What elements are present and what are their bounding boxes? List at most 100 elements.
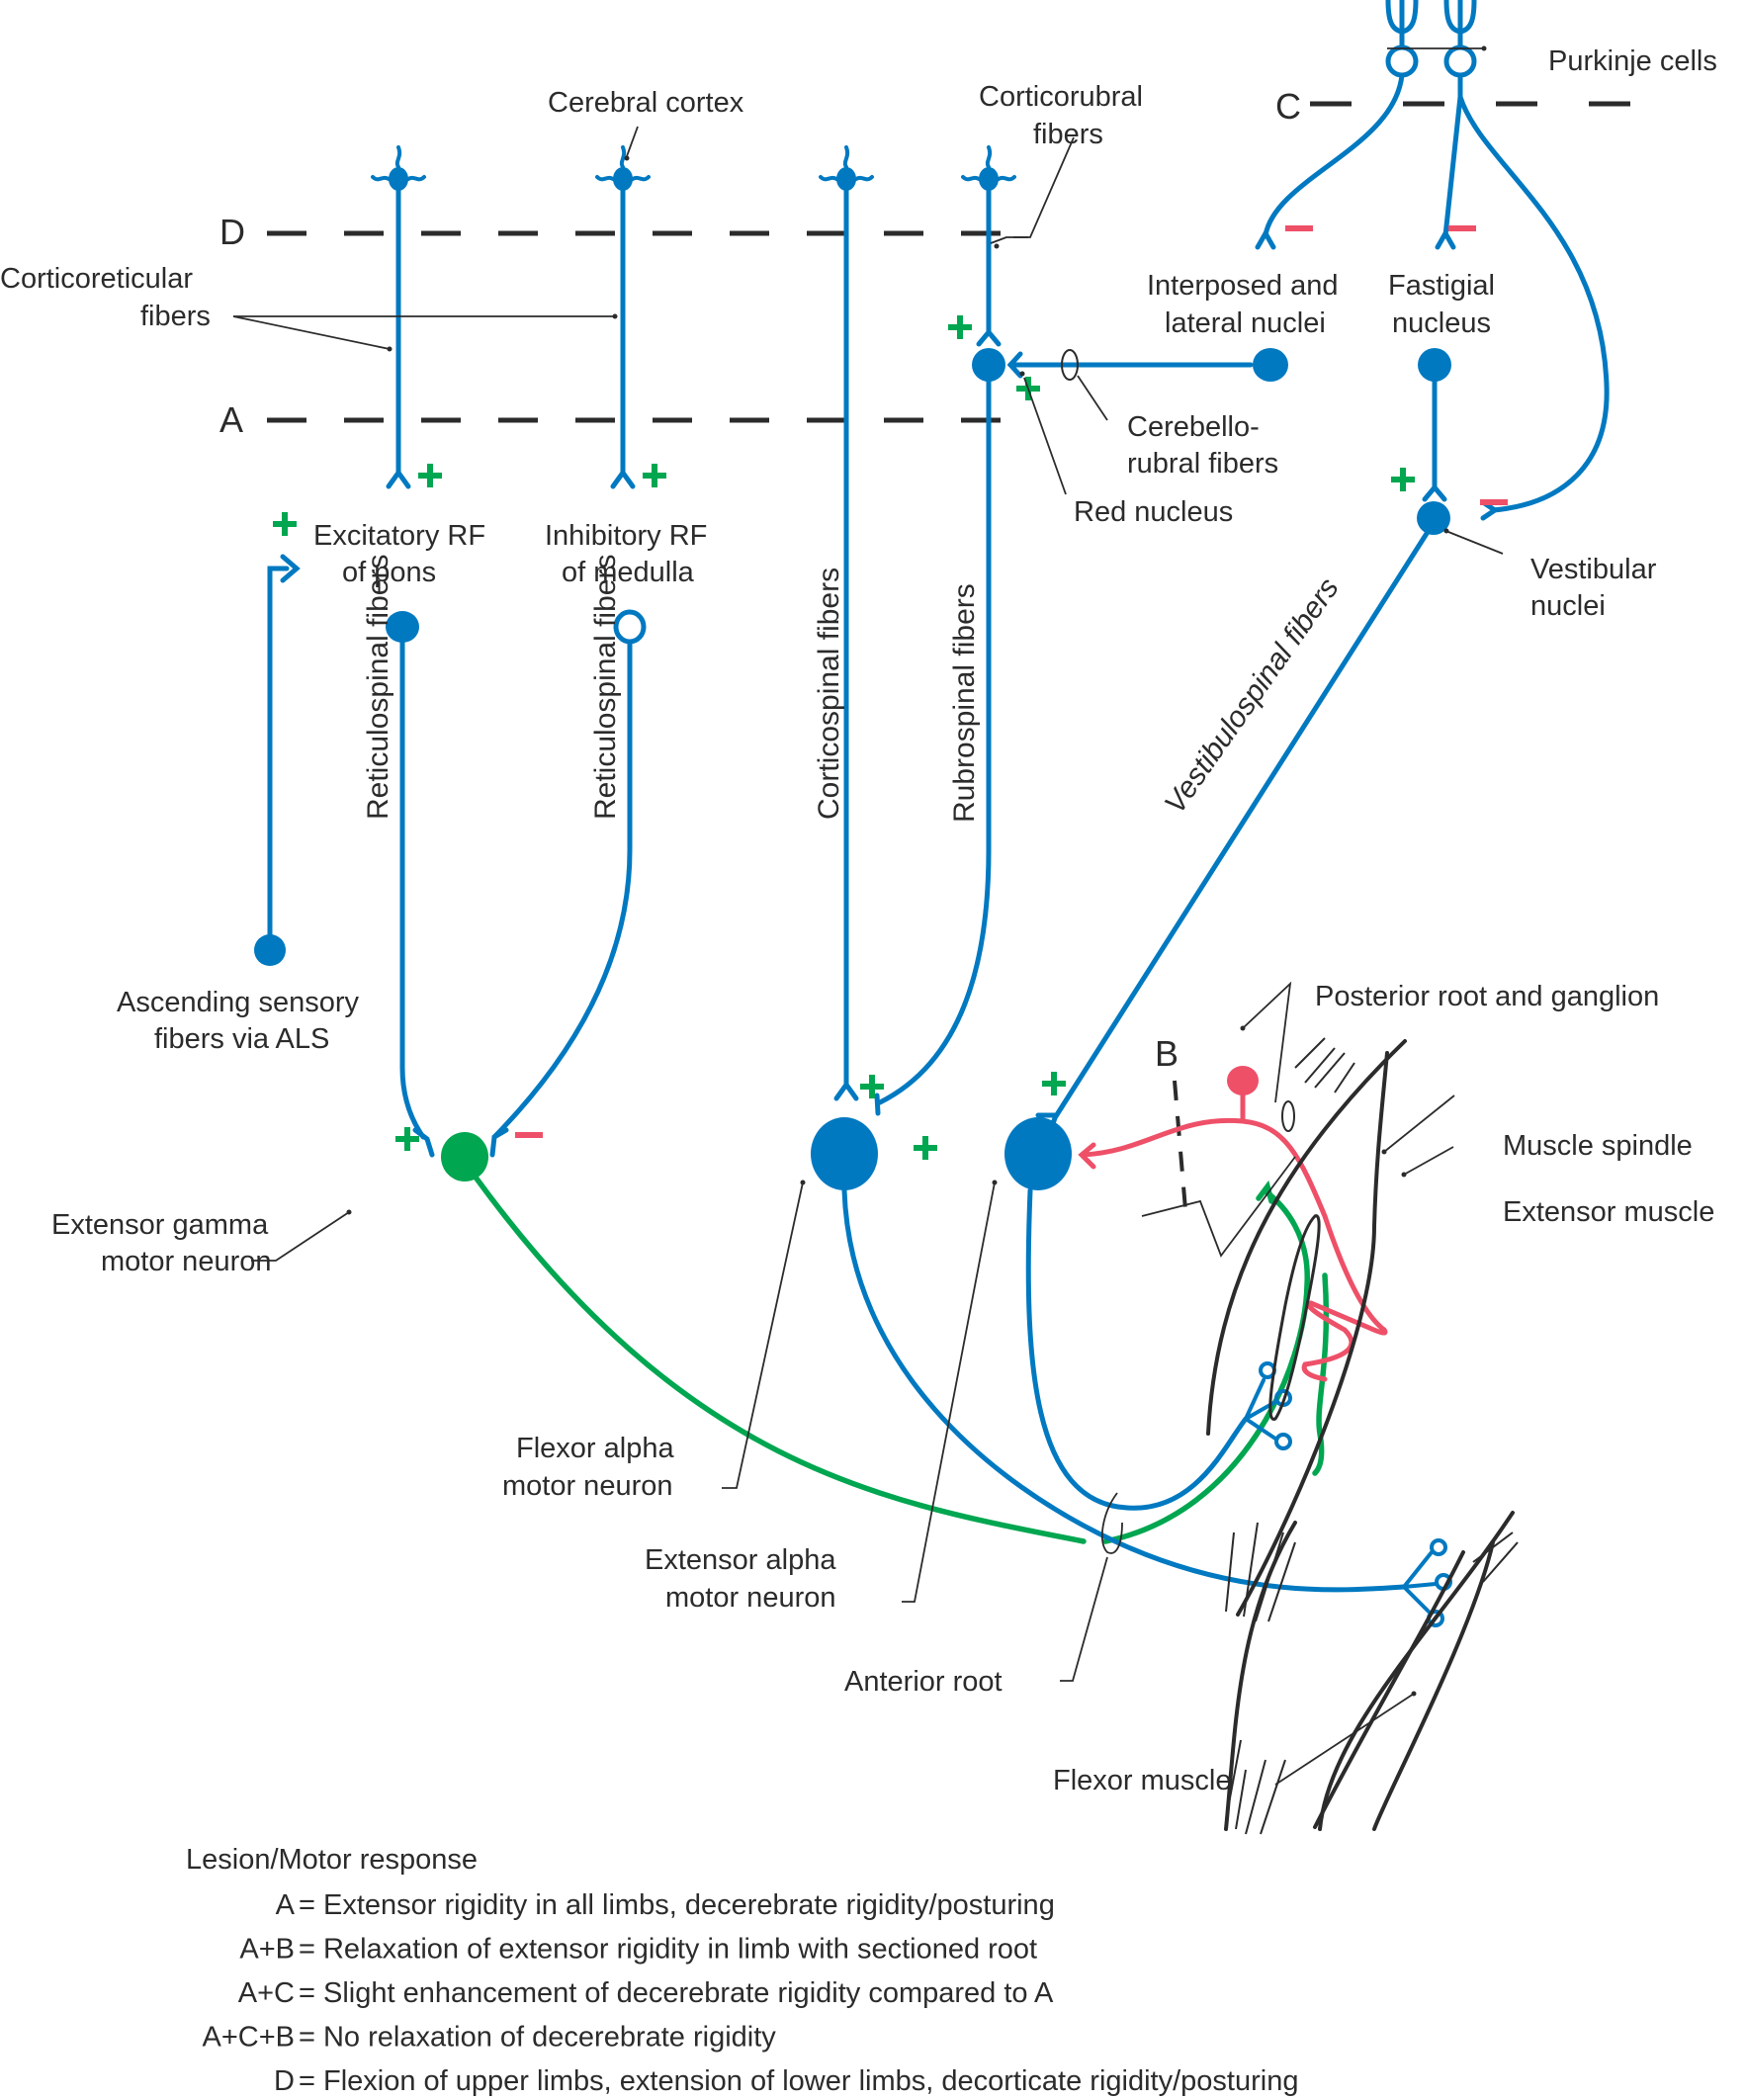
label-corticorubral-1: Corticorubral — [979, 81, 1143, 113]
label-flexor-alpha-2: motor neuron — [502, 1470, 673, 1502]
legend-text: = Relaxation of extensor rigidity in lim… — [299, 1934, 1037, 1966]
label-extensor-gamma-2: motor neuron — [101, 1246, 272, 1277]
synapse-icon — [1435, 227, 1456, 250]
label-corticoreticular-1: Corticoreticular — [0, 263, 193, 295]
label-flexor-alpha-1: Flexor alpha — [516, 1433, 674, 1464]
legend-key: D — [274, 2065, 295, 2097]
purkinje-cell-icon — [1385, 0, 1419, 78]
plus-icon — [860, 1075, 884, 1098]
flexor-muscle-outline — [1224, 1511, 1519, 1835]
label-excitatory-rf-1: Excitatory RF — [313, 520, 485, 552]
label-extensor-gamma-1: Extensor gamma — [51, 1209, 269, 1241]
legend-text: = Slight enhancement of decerebrate rigi… — [299, 1977, 1054, 2009]
label-fastigial-1: Fastigial — [1388, 270, 1495, 302]
plus-icon — [643, 464, 666, 487]
motor-end-plate-icon — [1244, 1361, 1292, 1450]
label-purkinje-cells: Purkinje cells — [1548, 45, 1717, 77]
synapse-icon — [610, 468, 636, 489]
corticospinal-fibers — [833, 185, 859, 1101]
label-extensor-alpha-2: motor neuron — [665, 1582, 836, 1614]
cortical-neurons — [371, 145, 1016, 191]
purkinje-cell-icon — [1443, 0, 1477, 78]
label-vestibulospinal: Vestibulospinal fibers — [1159, 572, 1346, 820]
label-reticulospinal-excitatory: Reticulospinal fibers — [362, 555, 394, 820]
label-corticospinal: Corticospinal fibers — [813, 568, 845, 820]
legend-row: A+B= Relaxation of extensor rigidity in … — [239, 1934, 1037, 1966]
label-ascending-1: Ascending sensory — [117, 987, 360, 1018]
label-interposed-1: Interposed and — [1147, 270, 1338, 302]
excitatory-signs — [273, 315, 1415, 1160]
label-inhibitory-rf-2: of medulla — [562, 557, 695, 588]
synapse-icon — [1422, 483, 1447, 502]
legend-row: D= Flexion of upper limbs, extension of … — [274, 2065, 1298, 2097]
lesion-marker-c: C — [1275, 86, 1301, 127]
label-muscle-spindle: Muscle spindle — [1503, 1130, 1693, 1162]
plus-icon — [418, 464, 442, 487]
label-corticoreticular-2: fibers — [140, 301, 211, 332]
legend-text: = No relaxation of decerebrate rigidity — [299, 2022, 776, 2054]
vestibular-pathway — [1035, 348, 1451, 1132]
legend-title: Lesion/Motor response — [186, 1844, 478, 1876]
lesion-marker-b: B — [1155, 1033, 1179, 1074]
pyramidal-neuron-icon — [961, 145, 1016, 191]
lesion-marker-a: A — [219, 399, 243, 440]
extensor-gamma-motor-neuron — [441, 1132, 488, 1181]
synapse-icon — [1255, 227, 1276, 250]
synapse-icon — [976, 328, 1002, 347]
label-ascending-2: fibers via ALS — [154, 1023, 329, 1055]
lesion-line-b — [1173, 1080, 1188, 1222]
ascending-sensory-fibers — [254, 554, 301, 966]
label-posterior-root: Posterior root and ganglion — [1315, 981, 1659, 1012]
plus-icon — [948, 315, 972, 339]
excitatory-rf-cell — [386, 611, 419, 643]
extensor-alpha-motor-neuron — [1004, 1117, 1072, 1190]
pyramidal-neuron-icon — [595, 145, 651, 191]
synapse-icon — [386, 468, 411, 489]
label-inhibitory-rf-1: Inhibitory RF — [545, 520, 707, 552]
flexor-alpha-motor-neuron — [811, 1117, 878, 1190]
fastigial-nucleus-cell — [1418, 348, 1451, 382]
label-reticulospinal-inhibitory: Reticulospinal fibers — [589, 555, 622, 820]
lesion-marker-d: D — [219, 212, 245, 252]
motor-neurons — [441, 1117, 1072, 1190]
label-vestibular-1: Vestibular — [1530, 554, 1657, 585]
legend: Lesion/Motor response A= Extensor rigidi… — [186, 1844, 1298, 2097]
label-anterior-root: Anterior root — [844, 1666, 1003, 1698]
leader-lines — [232, 45, 1504, 1786]
legend-key: A+C+B — [203, 2022, 296, 2054]
label-vestibular-2: nuclei — [1530, 590, 1606, 622]
lesion-lines: D A C B — [219, 86, 1641, 1222]
legend-text: = Extensor rigidity in all limbs, decere… — [299, 1889, 1055, 1921]
inhibitory-signs — [515, 225, 1508, 1138]
corticoreticular-fibers — [386, 185, 636, 489]
plus-icon — [1391, 468, 1415, 491]
alpha-efferent-fibers — [841, 1187, 1407, 1593]
legend-key: A+B — [239, 1934, 295, 1966]
label-excitatory-rf-2: of pons — [342, 557, 436, 588]
label-flexor-muscle: Flexor muscle — [1053, 1765, 1232, 1796]
plus-icon — [273, 512, 297, 536]
interposed-nucleus-cell — [1253, 348, 1288, 382]
legend-key: A+C — [238, 1977, 295, 2009]
label-corticorubral-2: fibers — [1033, 119, 1103, 150]
label-cerebellorubral-1: Cerebello- — [1127, 411, 1260, 443]
plus-icon — [914, 1136, 937, 1160]
label-extensor-muscle: Extensor muscle — [1503, 1196, 1714, 1228]
synapse-icon — [833, 1080, 859, 1101]
corticorubral-rubrospinal — [874, 185, 1288, 1116]
label-red-nucleus: Red nucleus — [1074, 496, 1233, 528]
plus-icon — [395, 1127, 419, 1151]
pyramidal-neuron-icon — [371, 145, 426, 191]
label-interposed-2: lateral nuclei — [1165, 307, 1326, 339]
legend-row: A+C+B= No relaxation of decerebrate rigi… — [203, 2022, 777, 2054]
label-extensor-alpha-1: Extensor alpha — [645, 1544, 836, 1576]
motor-end-plate-icon — [1402, 1538, 1452, 1627]
label-rubrospinal: Rubrospinal fibers — [948, 583, 981, 823]
label-cerebellorubral-2: rubral fibers — [1127, 448, 1278, 480]
label-fastigial-2: nucleus — [1392, 307, 1491, 339]
reticular-formation — [386, 609, 647, 1158]
legend-text: = Flexion of upper limbs, extension of l… — [299, 2065, 1298, 2097]
synapse-icon — [280, 554, 301, 583]
dorsal-root-ganglion — [1227, 1066, 1259, 1095]
